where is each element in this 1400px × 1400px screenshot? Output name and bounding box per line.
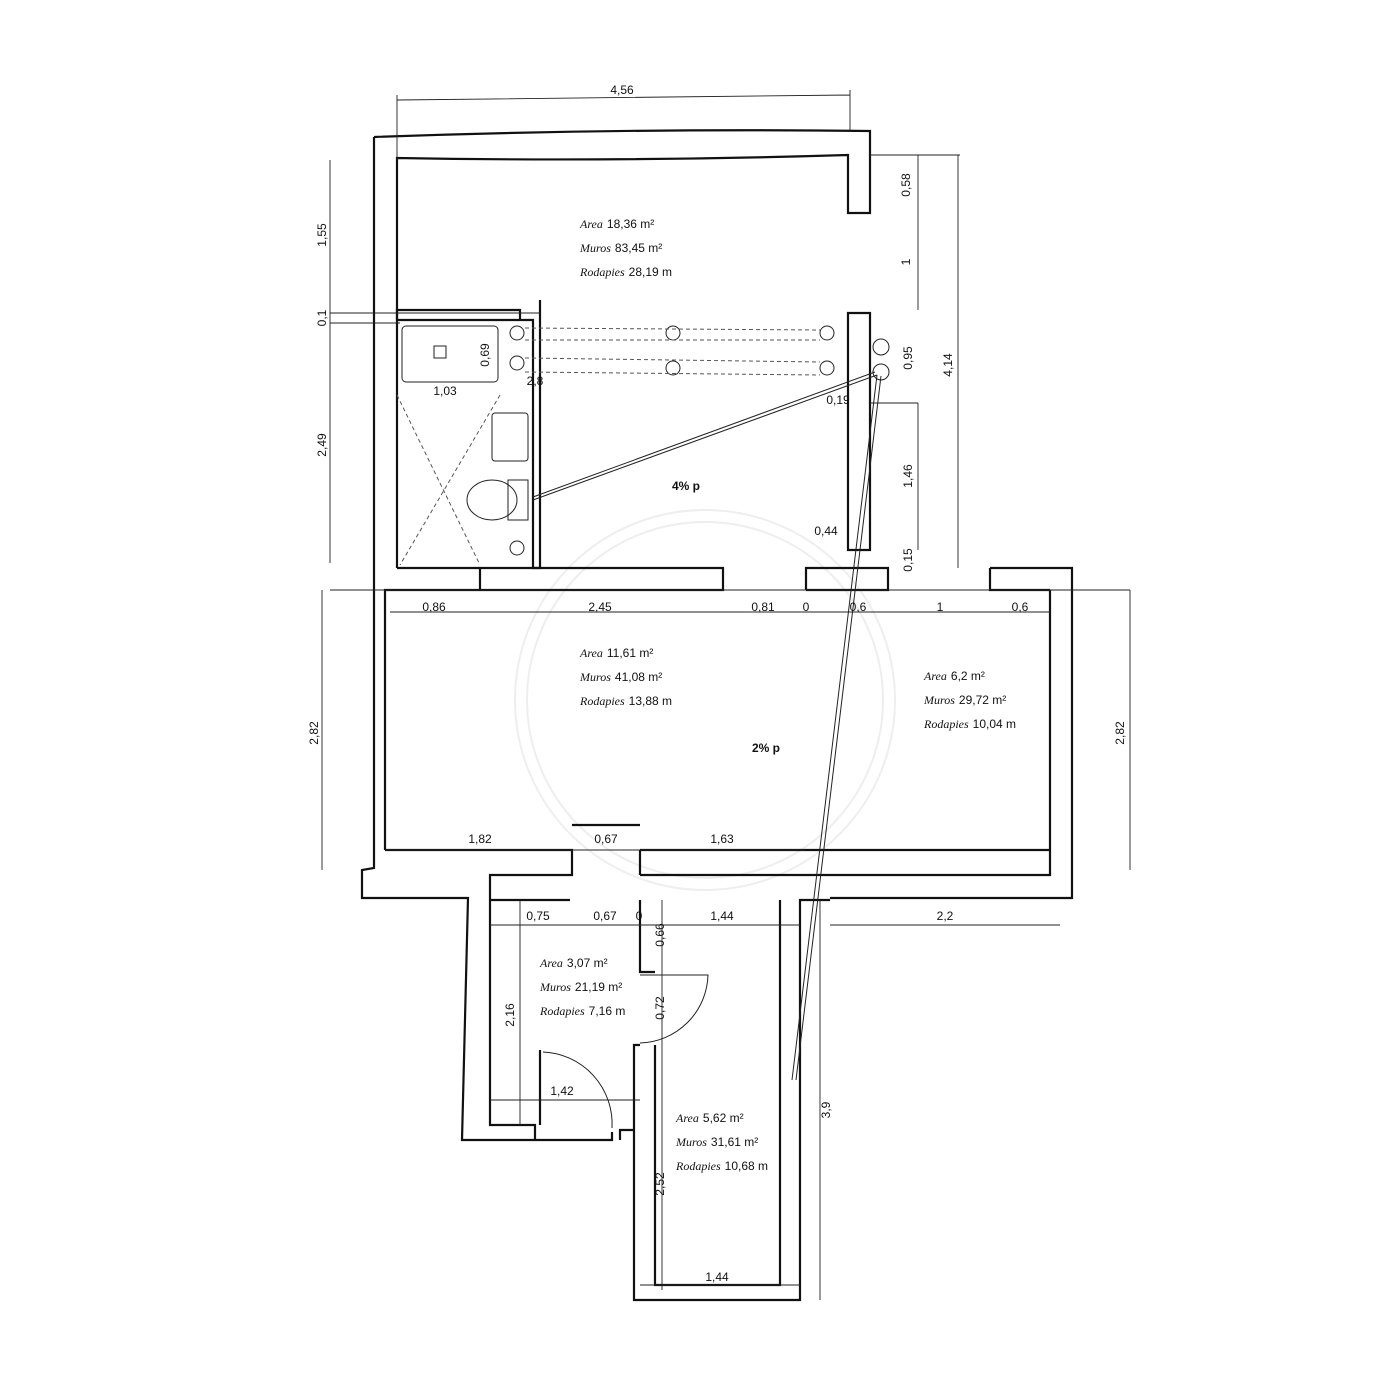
room-skirting-label: Rodapies: [923, 717, 969, 731]
room-walls: Muros 31,61 m²: [675, 1135, 758, 1149]
room-walls-label: Muros: [579, 670, 611, 684]
room-area: Area 18,36 m²: [579, 217, 654, 231]
dim-top: 4,56: [610, 83, 634, 97]
room-skirting: Rodapies 7,16 m: [539, 1004, 625, 1018]
room-area: Area 3,07 m²: [539, 956, 608, 970]
dim: 0,6: [850, 600, 867, 614]
dim: 1,03: [433, 384, 457, 398]
room-area-label: Area: [923, 669, 947, 683]
dim: 2,82: [1113, 721, 1127, 745]
room-walls-label: Muros: [539, 980, 571, 994]
room-walls: Muros 83,45 m²: [579, 241, 662, 255]
dim: 1: [937, 600, 944, 614]
bathtub-icon: [401, 325, 499, 383]
dim: 0,67: [594, 832, 618, 846]
dim: 0,69: [478, 343, 492, 367]
room-walls-label: Muros: [923, 693, 955, 707]
room-area: Area 5,62 m²: [675, 1111, 744, 1125]
dim: 2,16: [503, 1003, 517, 1027]
dim: 1,44: [710, 909, 734, 923]
room-skirting-value: 10,04 m: [973, 717, 1016, 731]
room-labels: Area 18,36 m² Muros 83,45 m² Rodapies 28,19 m…: [539, 217, 1016, 1173]
dim: 0,95: [901, 346, 915, 370]
bathroom-fixtures: [396, 325, 890, 566]
room-walls-value: 31,61 m²: [711, 1135, 758, 1149]
dim: 0,81: [751, 600, 775, 614]
room-skirting-value: 28,19 m: [629, 265, 672, 279]
dimension-labels: 4,56 0,58 1 4,14 0,95 0,19 1,46 0,44 0,1…: [307, 83, 1127, 1284]
dim: 1,42: [550, 1084, 574, 1098]
room-area: Area 11,61 m²: [579, 646, 653, 660]
dim: 0,75: [526, 909, 550, 923]
dim: 2,45: [588, 600, 612, 614]
dim: 0,66: [653, 923, 667, 947]
dim: 0: [636, 909, 643, 923]
room-skirting: Rodapies 10,68 m: [675, 1159, 768, 1173]
room-walls-value: 83,45 m²: [615, 241, 662, 255]
room-walls-label: Muros: [579, 241, 611, 255]
room-area-label: Area: [579, 217, 603, 231]
room-skirting-value: 10,68 m: [725, 1159, 768, 1173]
drain-icons: [509, 325, 890, 556]
dim: 0,15: [901, 548, 915, 572]
room-area-value: 18,36 m²: [607, 217, 654, 231]
dim: 1,63: [710, 832, 734, 846]
room-walls-value: 41,08 m²: [615, 670, 662, 684]
room-area-value: 5,62 m²: [703, 1111, 744, 1125]
dim: 1,82: [468, 832, 492, 846]
sink-icon: [491, 412, 529, 462]
room-walls-value: 29,72 m²: [959, 693, 1006, 707]
room-area-value: 11,61 m²: [607, 646, 653, 660]
slope-label-upper: 4% p: [672, 479, 700, 493]
dim: 0,1: [315, 309, 329, 326]
dim: 0,44: [814, 524, 838, 538]
room-area-label: Area: [675, 1111, 699, 1125]
dim: 2,82: [307, 721, 321, 745]
room-skirting-value: 7,16 m: [589, 1004, 626, 1018]
dim: 0,19: [826, 393, 850, 407]
dim: 2,52: [653, 1172, 667, 1196]
dim: 2,49: [315, 433, 329, 457]
dim: 2,8: [527, 374, 544, 388]
dim: 0,58: [899, 173, 913, 197]
slope-label-lower: 2% p: [752, 741, 780, 755]
dim: 0: [803, 600, 810, 614]
room-walls-label: Muros: [675, 1135, 707, 1149]
room-skirting-label: Rodapies: [579, 694, 625, 708]
dim: 1: [899, 258, 913, 265]
room-area: Area 6,2 m²: [923, 669, 985, 683]
room-area-label: Area: [539, 956, 563, 970]
room-walls: Muros 41,08 m²: [579, 670, 662, 684]
room-skirting-value: 13,88 m: [629, 694, 672, 708]
dim: 0,72: [653, 996, 667, 1020]
toilet-icon: [466, 479, 518, 521]
drain-pipes: [532, 371, 882, 1081]
dim: 0,86: [422, 600, 446, 614]
room-skirting-label: Rodapies: [579, 265, 625, 279]
room-walls-value: 21,19 m²: [575, 980, 622, 994]
room-skirting: Rodapies 10,04 m: [923, 717, 1016, 731]
dimension-lines: [321, 90, 1131, 1300]
dim: 4,14: [941, 353, 955, 377]
room-skirting-label: Rodapies: [675, 1159, 721, 1173]
room-skirting: Rodapies 13,88 m: [579, 694, 672, 708]
dim: 1,55: [315, 223, 329, 247]
room-skirting-label: Rodapies: [539, 1004, 585, 1018]
room-walls: Muros 21,19 m²: [539, 980, 622, 994]
room-area-label: Area: [579, 646, 603, 660]
room-area-value: 3,07 m²: [567, 956, 608, 970]
dim: 3,9: [819, 1101, 833, 1118]
watermark-logo: [514, 509, 896, 891]
dim: 0,67: [593, 909, 617, 923]
room-walls: Muros 29,72 m²: [923, 693, 1006, 707]
dim: 0,6: [1012, 600, 1029, 614]
dim: 1,44: [705, 1270, 729, 1284]
dim: 2,2: [937, 909, 954, 923]
dim: 1,46: [901, 464, 915, 488]
room-area-value: 6,2 m²: [951, 669, 985, 683]
room-skirting: Rodapies 28,19 m: [579, 265, 672, 279]
